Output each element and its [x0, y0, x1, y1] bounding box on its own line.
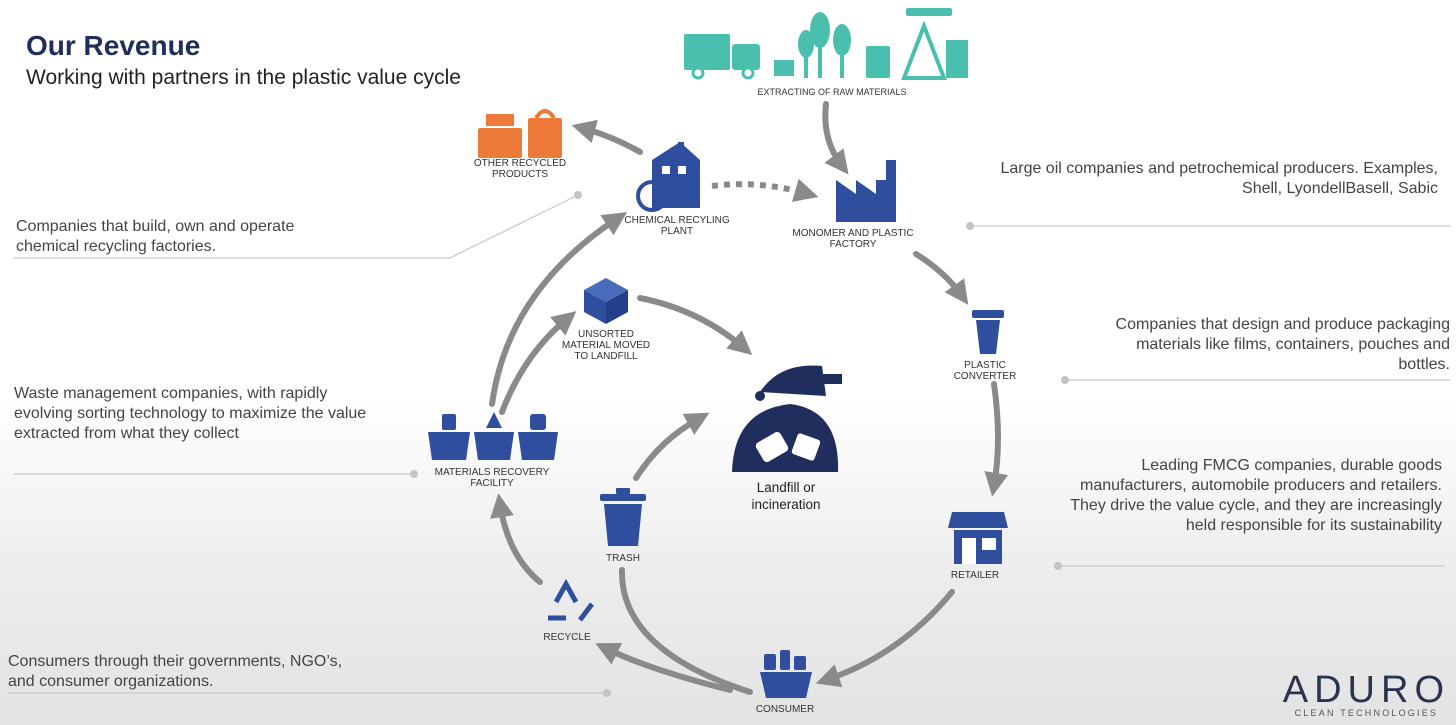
recycled-products-icon	[478, 109, 562, 158]
desc-packaging: Companies that design and produce packag…	[1115, 316, 1450, 373]
node-recycle: RECYCLE	[543, 632, 591, 643]
node-consumer: CONSUMER	[755, 704, 815, 715]
aduro-logo: ADURO CLEAN TECHNOLOGIES	[1282, 669, 1450, 718]
desc-consumers: Consumers through their governments, NGO…	[8, 653, 343, 690]
cup-icon	[972, 310, 1004, 354]
basket-icon	[760, 650, 812, 698]
logo-wordmark: ADURO	[1282, 669, 1450, 711]
desc-chemical-recycling: Companies that build, own and operate ch…	[16, 218, 295, 255]
desc-oil-companies: Large oil companies and petrochemical pr…	[1000, 160, 1438, 197]
node-plastic-converter: PLASTIC CONVERTER	[953, 360, 1017, 382]
node-landfill: Landfill or incineration	[751, 480, 821, 512]
store-icon	[948, 512, 1008, 564]
node-materials-recovery: MATERIALS RECOVERY FACILITY	[434, 467, 550, 489]
desc-fmcg: Leading FMCG companies, durable goods ma…	[1070, 457, 1442, 534]
node-retailer: RETAILER	[950, 570, 1000, 581]
plant-icon	[636, 142, 700, 212]
cycle-arrows	[489, 101, 1009, 695]
node-trash: TRASH	[606, 553, 640, 564]
recovery-bins-icon	[428, 412, 558, 460]
page-title: Our Revenue	[26, 30, 201, 61]
connector-dots	[410, 191, 1069, 697]
node-unsorted-material: UNSORTED MATERIAL MOVED TO LANDFILL	[561, 329, 651, 362]
raw-materials-icon	[684, 8, 968, 80]
desc-waste-management: Waste management companies, with rapidly…	[14, 385, 367, 442]
trash-icon	[600, 488, 646, 546]
description-connectors	[8, 195, 1450, 694]
dotted-arrow	[711, 178, 819, 202]
node-other-products: OTHER RECYCLED PRODUCTS	[473, 158, 567, 180]
factory-icon	[836, 160, 896, 222]
recycle-icon	[548, 578, 594, 622]
landfill-icon	[732, 365, 842, 472]
box-icon	[584, 278, 628, 324]
page-subtitle: Working with partners in the plastic val…	[26, 66, 461, 89]
logo-tagline: CLEAN TECHNOLOGIES	[1294, 708, 1439, 718]
node-raw-materials: EXTRACTING OF RAW MATERIALS	[757, 87, 907, 97]
node-chemical-plant: CHEMICAL RECYLING PLANT	[624, 215, 730, 237]
node-monomer-factory: MONOMER AND PLASTIC FACTORY	[792, 228, 914, 250]
